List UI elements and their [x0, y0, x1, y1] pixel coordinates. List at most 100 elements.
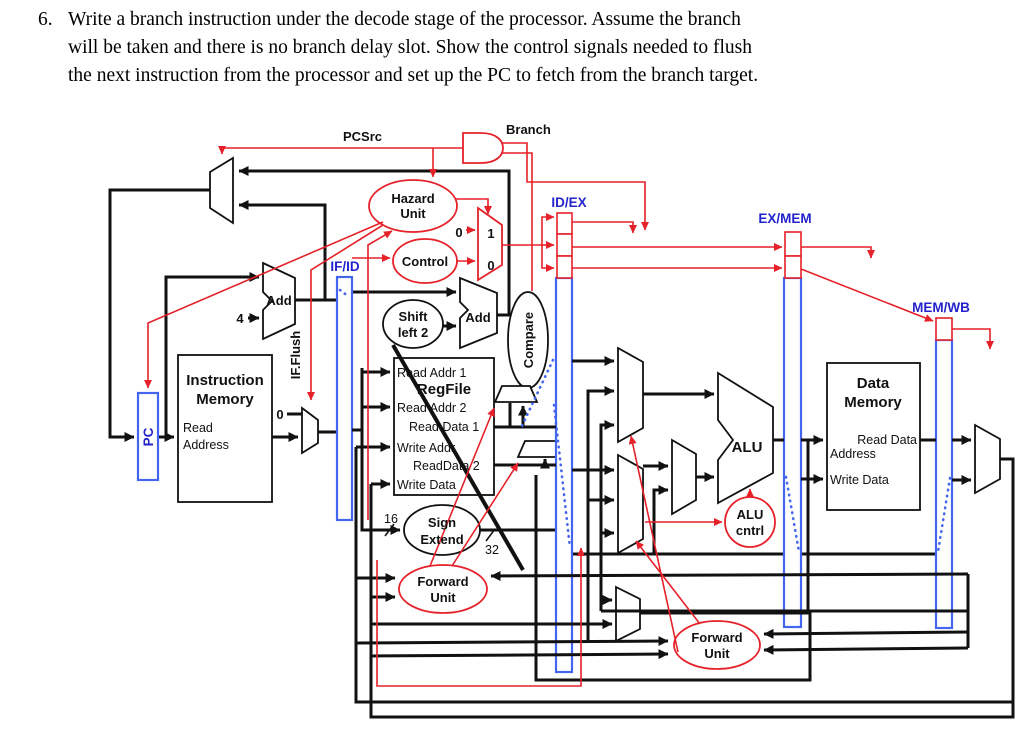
const4-label: 4 [236, 311, 244, 326]
dmem-readdata: Read Data [857, 433, 917, 447]
forward-unit-right [673, 620, 761, 670]
regfile-writedata: Write Data [397, 478, 456, 492]
signext-label-2: Extend [420, 532, 463, 547]
exmem-label: EX/MEM [758, 211, 811, 226]
pc-register [136, 391, 160, 482]
pc-source-mux [209, 156, 234, 225]
imem-title-1: Instruction [186, 372, 264, 389]
imem-port-read: Read [183, 421, 213, 435]
wire-rt-to-fwdright [370, 649, 669, 660]
datapath-wires-over [352, 321, 1015, 719]
width32-label: 32 [485, 543, 499, 557]
wire-idex-wb-down [572, 221, 637, 234]
wire-to-fwdright-in2 [763, 644, 969, 655]
compare-label: Compare [521, 312, 536, 368]
wire-to-signextend [360, 430, 401, 535]
memwb-wb-box [935, 317, 953, 341]
dotted-idex-upper [519, 358, 555, 430]
problem-line-2: will be taken and there is no branch del… [68, 37, 752, 58]
wire-ctrl-to-idex1 [502, 213, 555, 246]
wire-wb-to-muxa2 [586, 386, 615, 643]
exmem-m-box [784, 255, 802, 279]
dotted-ifid [338, 288, 351, 299]
wire-inner-loop [534, 475, 812, 682]
hazard-label-1: Hazard [391, 191, 434, 206]
wire-exmem-m-down [801, 246, 875, 259]
wire-fwdleft-sel2 [451, 462, 519, 567]
wire-pc4-to-pcmux [238, 200, 327, 300]
idex-ex-box [556, 255, 573, 279]
alusrc-mux [671, 438, 697, 516]
add-pc4-unit [262, 261, 296, 341]
signext-label-1: Sign [428, 515, 456, 530]
control-zero-mux [477, 206, 503, 282]
alu-label: ALU [732, 439, 763, 456]
wire-exmemrd-to-fwdleft [490, 570, 969, 581]
control-wires [144, 142, 994, 687]
shift-left-2-unit [382, 299, 444, 349]
diagram-labels: PCSrc Branch Hazard Unit Control 0 1 0 I… [141, 122, 970, 661]
pc-label: PC [141, 427, 156, 446]
fwdleft-label-2: Unit [430, 590, 456, 605]
dotted-memwb [936, 476, 952, 554]
fwdleft-label-1: Forward [417, 574, 468, 589]
imem-title-2: Memory [196, 391, 254, 408]
idex-m-box [556, 233, 573, 257]
idex-register [554, 276, 574, 674]
regfile-readaddr1: Read Addr 1 [397, 366, 467, 380]
branch-and-gate [462, 132, 504, 164]
forward-unit-left [398, 564, 488, 614]
ctrlmux-zero-in-label: 0 [455, 225, 462, 240]
idex-wb-box [556, 212, 573, 235]
fwdright-label-1: Forward [691, 630, 742, 645]
branch-label: Branch [506, 122, 551, 137]
wire-pcmux-to-pc [108, 188, 210, 442]
fwdright-label-2: Unit [704, 646, 730, 661]
hazard-label-2: Unit [400, 206, 426, 221]
instruction-memory-box [177, 354, 273, 503]
wire-instr-trunk [352, 368, 364, 432]
wire-hazard-to-ctrlmux [455, 198, 492, 215]
datapath-wires-under [108, 166, 937, 556]
dmem-title-1: Data [857, 375, 890, 392]
sign-extend-unit [403, 504, 481, 556]
alucntrl-label-2: cntrl [736, 523, 764, 538]
ifid-label: IF/ID [330, 259, 359, 274]
flushmux-zero-label: 0 [276, 407, 283, 422]
imem-port-address: Address [183, 438, 229, 452]
wire-fwd-to-muxa3 [599, 420, 615, 611]
wire-pcwrite [144, 221, 384, 389]
regfile-readaddr2: Read Addr 2 [397, 401, 467, 415]
add-branch-unit [459, 276, 498, 350]
dmem-address: Address [830, 447, 876, 461]
register-file-box [393, 357, 495, 496]
wire-rs-to-hazard [367, 230, 393, 520]
ifid-register [335, 275, 354, 522]
wire-imm-to-alusrc [652, 485, 669, 554]
shift-label-1: Shift [399, 309, 429, 324]
dotted-exmem [784, 475, 801, 554]
tick-32 [485, 528, 496, 542]
dmem-title-2: Memory [844, 394, 902, 411]
hazard-unit [368, 179, 458, 233]
tick-16 [384, 523, 395, 537]
problem-line-1: Write a branch instruction under the dec… [68, 9, 741, 30]
forward-b-mux [617, 453, 644, 555]
wire-pcsrc [218, 146, 463, 155]
wire-memwb-wb-down [952, 328, 994, 350]
wire-fwdright-sel2 [635, 540, 701, 625]
regfile-title: RegFile [417, 381, 471, 398]
wire-rs-to-fwdright [355, 636, 669, 647]
wire-writeback-bus2 [369, 484, 1015, 719]
pcsrc-label: PCSrc [343, 129, 382, 144]
wire-exmem-to-memwb [800, 268, 934, 322]
memtoreg-mux [974, 423, 1001, 495]
add1-label: Add [266, 293, 291, 308]
exmem-wb-box [784, 231, 802, 257]
dotted-idex-lower [552, 403, 572, 550]
memwb-label: MEM/WB [912, 300, 970, 315]
regfile-readdata1: Read Data 1 [409, 420, 479, 434]
add2-label: Add [465, 310, 490, 325]
wire-branch-signal [501, 142, 649, 231]
alu-unit [717, 371, 774, 505]
